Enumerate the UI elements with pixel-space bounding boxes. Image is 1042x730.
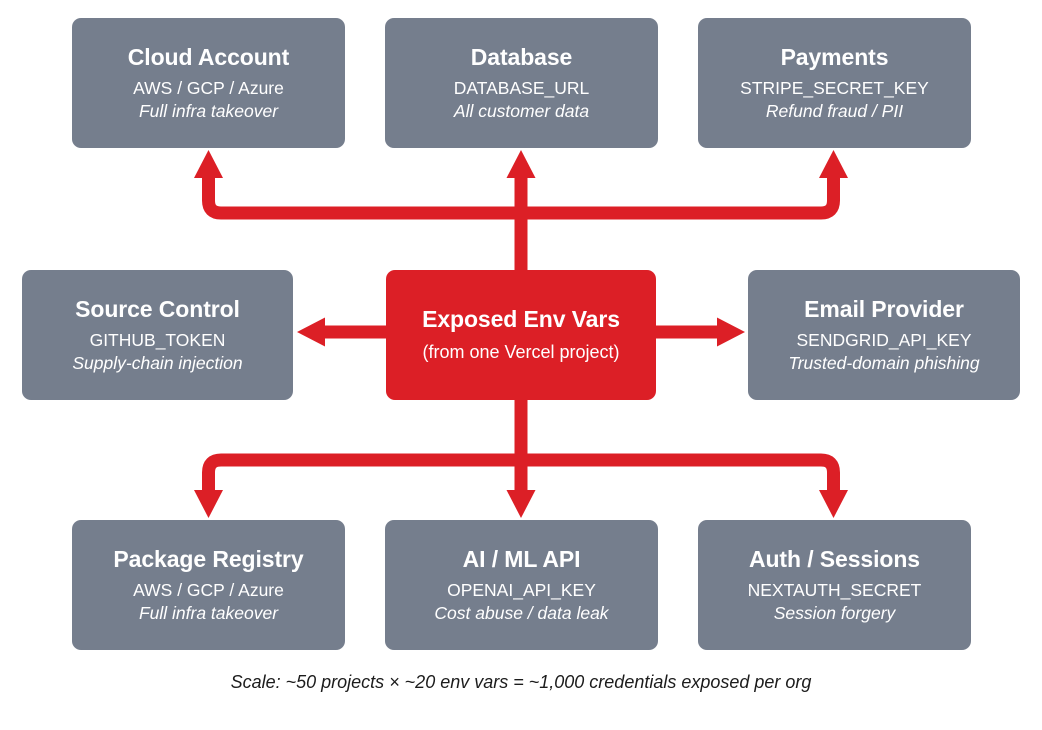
node-env-key: SENDGRID_API_KEY bbox=[796, 329, 972, 350]
node-email-provider[interactable]: Email Provider SENDGRID_API_KEY Trusted-… bbox=[748, 270, 1020, 400]
node-risk: Session forgery bbox=[773, 602, 896, 623]
arrow-branch-auth-sessions bbox=[521, 453, 840, 493]
node-cloud-account[interactable]: Cloud Account AWS / GCP / Azure Full inf… bbox=[72, 18, 345, 148]
node-title: AI / ML API bbox=[462, 545, 581, 572]
arrowhead-email-provider bbox=[717, 317, 745, 347]
arrow-branch-payments bbox=[521, 176, 840, 220]
node-risk: Full infra takeover bbox=[138, 100, 279, 121]
arrow-branch-package-registry bbox=[202, 453, 521, 493]
node-title: Cloud Account bbox=[127, 43, 290, 70]
node-env-key: AWS / GCP / Azure bbox=[133, 77, 284, 98]
node-title: Auth / Sessions bbox=[748, 545, 921, 572]
arrowhead-package-registry bbox=[194, 490, 223, 518]
node-env-key: AWS / GCP / Azure bbox=[133, 579, 284, 600]
arrowhead-payments bbox=[819, 150, 848, 178]
node-title: Package Registry bbox=[113, 545, 304, 572]
node-env-key: OPENAI_API_KEY bbox=[447, 579, 596, 600]
node-ai-ml-api[interactable]: AI / ML API OPENAI_API_KEY Cost abuse / … bbox=[385, 520, 658, 650]
diagram-caption: Scale: ~50 projects × ~20 env vars = ~1,… bbox=[230, 672, 812, 692]
center-node-title: Exposed Env Vars bbox=[422, 305, 620, 332]
arrowhead-source-control bbox=[297, 317, 325, 347]
node-risk: Refund fraud / PII bbox=[765, 100, 904, 121]
node-title: Source Control bbox=[75, 295, 240, 322]
node-env-key: DATABASE_URL bbox=[453, 77, 590, 98]
node-risk: Cost abuse / data leak bbox=[434, 602, 609, 623]
node-risk: Trusted-domain phishing bbox=[788, 352, 980, 373]
node-payments[interactable]: Payments STRIPE_SECRET_KEY Refund fraud … bbox=[698, 18, 971, 148]
node-auth-sessions[interactable]: Auth / Sessions NEXTAUTH_SECRET Session … bbox=[698, 520, 971, 650]
node-risk: All customer data bbox=[453, 100, 590, 121]
center-node-subtitle: (from one Vercel project) bbox=[422, 341, 620, 362]
node-source-control[interactable]: Source Control GITHUB_TOKEN Supply-chain… bbox=[22, 270, 293, 400]
node-package-registry[interactable]: Package Registry AWS / GCP / Azure Full … bbox=[72, 520, 345, 650]
node-env-key: STRIPE_SECRET_KEY bbox=[740, 77, 929, 98]
arrowhead-auth-sessions bbox=[819, 490, 848, 518]
node-exposed-env-vars[interactable]: Exposed Env Vars (from one Vercel projec… bbox=[386, 270, 656, 400]
node-env-key: GITHUB_TOKEN bbox=[89, 329, 226, 350]
node-database[interactable]: Database DATABASE_URL All customer data bbox=[385, 18, 658, 148]
arrowhead-cloud-account bbox=[194, 150, 223, 178]
node-title: Payments bbox=[780, 43, 889, 70]
node-risk: Full infra takeover bbox=[138, 602, 279, 623]
node-env-key: NEXTAUTH_SECRET bbox=[747, 579, 922, 600]
arrowhead-ai-ml-api bbox=[506, 490, 536, 518]
node-title: Database bbox=[470, 43, 573, 70]
arrow-branch-cloud-account bbox=[202, 176, 521, 220]
node-title: Email Provider bbox=[804, 295, 964, 322]
arrowhead-database bbox=[506, 150, 536, 178]
node-risk: Supply-chain injection bbox=[72, 352, 243, 373]
